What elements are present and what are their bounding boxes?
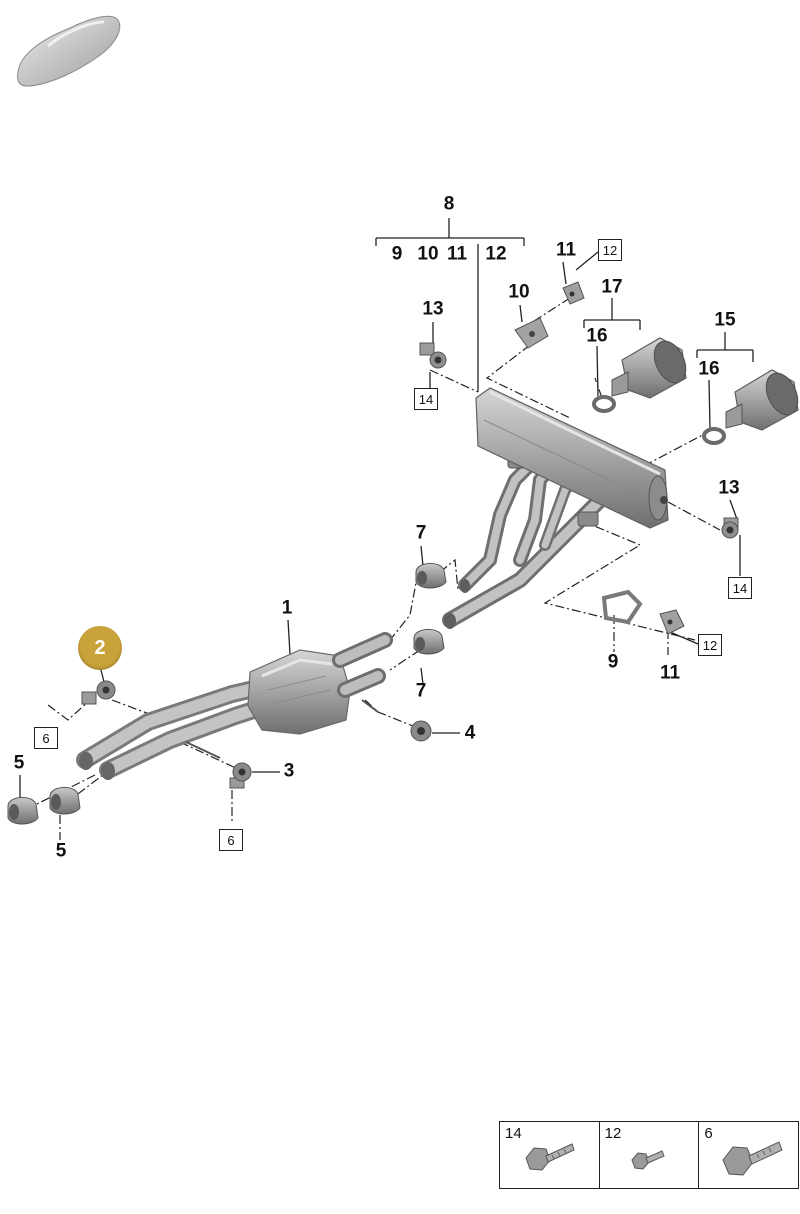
ref-box-14-b[interactable]: 14 xyxy=(728,577,752,599)
callout-9[interactable]: 9 xyxy=(607,651,619,673)
callout-15[interactable]: 15 xyxy=(714,309,736,331)
ref-box-6-b[interactable]: 6 xyxy=(219,829,243,851)
legend-cell-14: 14 xyxy=(500,1122,600,1188)
flange-bolt-large-icon xyxy=(722,1141,783,1176)
callout-7-b[interactable]: 7 xyxy=(415,680,427,702)
bracket-8 xyxy=(375,218,525,246)
hanger-11-bottom-icon xyxy=(659,609,685,635)
legend-number: 6 xyxy=(704,1125,713,1142)
car-thumbnail-icon xyxy=(17,15,121,87)
ref-box-12-b[interactable]: 12 xyxy=(698,634,722,656)
callout-8[interactable]: 8 xyxy=(443,193,455,215)
mount-13-a-icon xyxy=(419,342,447,369)
callout-4[interactable]: 4 xyxy=(464,722,476,744)
bracket-17 xyxy=(583,298,641,330)
center-silencer xyxy=(76,632,393,780)
callout-11[interactable]: 11 xyxy=(659,662,681,684)
ref-box-12-a[interactable]: 12 xyxy=(598,239,622,261)
callout-17[interactable]: 17 xyxy=(601,276,623,298)
callout-16-b[interactable]: 16 xyxy=(698,358,720,380)
clamp-5-b-icon xyxy=(49,787,81,815)
clamp-7-a-icon xyxy=(415,563,447,589)
rear-silencer xyxy=(475,387,669,529)
callout-5-a[interactable]: 5 xyxy=(13,752,25,774)
rubber-mount-4-icon xyxy=(410,720,432,742)
bracket-15 xyxy=(696,332,754,362)
callout-11-top[interactable]: 11 xyxy=(446,243,468,265)
tailpipe-tip-left xyxy=(611,337,687,399)
legend-number: 12 xyxy=(604,1125,622,1142)
rubber-mount-3-icon xyxy=(229,762,252,789)
callout-5-b[interactable]: 5 xyxy=(55,840,67,862)
flange-bolt-short-icon xyxy=(631,1150,665,1170)
hanger-9-icon xyxy=(601,589,643,625)
fastener-legend: 14 12 6 xyxy=(499,1121,799,1189)
tailpipe-tip-right xyxy=(725,369,799,431)
clamp-16-b-icon xyxy=(702,427,726,445)
highlighted-part-badge[interactable]: 2 xyxy=(78,626,122,670)
callout-1[interactable]: 1 xyxy=(281,597,293,619)
callout-3[interactable]: 3 xyxy=(283,760,295,782)
flange-bolt-long-icon xyxy=(525,1143,575,1171)
rubber-mount-2-icon xyxy=(81,680,116,705)
callout-9-top[interactable]: 9 xyxy=(391,243,403,265)
solid-leaders xyxy=(19,244,741,798)
clamp-5-a-icon xyxy=(7,797,39,825)
legend-cell-12: 12 xyxy=(600,1122,700,1188)
callout-13-b[interactable]: 13 xyxy=(718,477,740,499)
callout-10[interactable]: 10 xyxy=(508,281,530,303)
clamp-7-b-icon xyxy=(413,629,445,655)
callout-7-a[interactable]: 7 xyxy=(415,522,427,544)
callout-10-top[interactable]: 10 xyxy=(417,243,439,265)
callout-12-top[interactable]: 12 xyxy=(485,243,507,265)
ref-box-6-a[interactable]: 6 xyxy=(34,727,58,749)
mount-13-b-icon xyxy=(721,517,739,539)
callout-11-bracket[interactable]: 11 xyxy=(555,239,577,261)
callout-16-a[interactable]: 16 xyxy=(586,325,608,347)
legend-number: 14 xyxy=(505,1125,522,1142)
hanger-10-icon xyxy=(514,317,549,349)
legend-cell-6: 6 xyxy=(699,1122,798,1188)
clamp-16-a-icon xyxy=(592,395,616,413)
callout-13-a[interactable]: 13 xyxy=(422,298,444,320)
ref-box-14-a[interactable]: 14 xyxy=(414,388,438,410)
hanger-11-top-icon xyxy=(562,281,585,305)
